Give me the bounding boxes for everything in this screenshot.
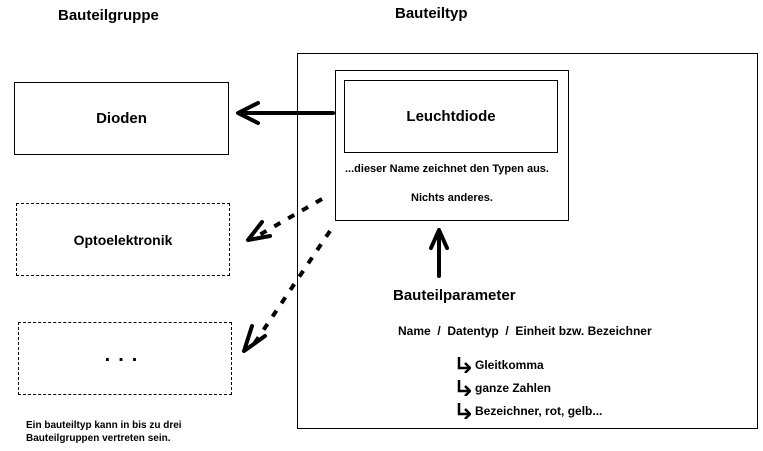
arrow-to-optoelektronik — [246, 197, 323, 242]
arrow-to-more-groups — [242, 229, 332, 353]
type-name: Leuchtdiode — [406, 108, 496, 125]
arrow-to-dioden — [236, 101, 335, 125]
heading-bauteiltyp: Bauteiltyp — [395, 5, 468, 22]
group-box-more: ... — [18, 322, 232, 395]
datatype-label: ganze Zahlen — [475, 381, 552, 395]
type-note-1: ...dieser Name zeichnet den Typen aus. — [345, 163, 549, 175]
turn-right-arrow-icon — [457, 380, 471, 396]
arrow-parameters-to-type — [429, 228, 449, 278]
bauteiltyp-container — [297, 53, 758, 429]
group-box-dioden: Dioden — [14, 82, 229, 155]
group-label-dioden: Dioden — [96, 110, 147, 127]
turn-right-arrow-icon — [457, 403, 471, 419]
type-note-2: Nichts anderes. — [411, 192, 493, 204]
datatype-item: Gleitkomma — [457, 357, 544, 373]
heading-bauteilgruppe: Bauteilgruppe — [58, 7, 159, 24]
datatype-item: Bezeichner, rot, gelb... — [457, 403, 602, 419]
datatype-label: Gleitkomma — [475, 358, 544, 372]
turn-right-arrow-icon — [457, 357, 471, 373]
datatype-label: Bezeichner, rot, gelb... — [475, 404, 603, 418]
group-box-optoelektronik: Optoelektronik — [16, 203, 230, 276]
footnote-line-2: Bauteilgruppen vertreten sein. — [26, 433, 171, 444]
type-box — [335, 70, 569, 221]
parameters-columns: Name / Datentyp / Einheit bzw. Bezeichne… — [398, 324, 652, 338]
group-label-more: ... — [104, 344, 146, 366]
datatype-item: ganze Zahlen — [457, 380, 551, 396]
type-name-box: Leuchtdiode — [344, 80, 558, 153]
footnote-line-1: Ein bauteiltyp kann in bis zu drei — [26, 420, 182, 431]
parameters-title: Bauteilparameter — [393, 287, 516, 304]
footnote: Ein bauteiltyp kann in bis zu drei Baute… — [26, 419, 182, 445]
group-label-optoelektronik: Optoelektronik — [73, 231, 173, 248]
